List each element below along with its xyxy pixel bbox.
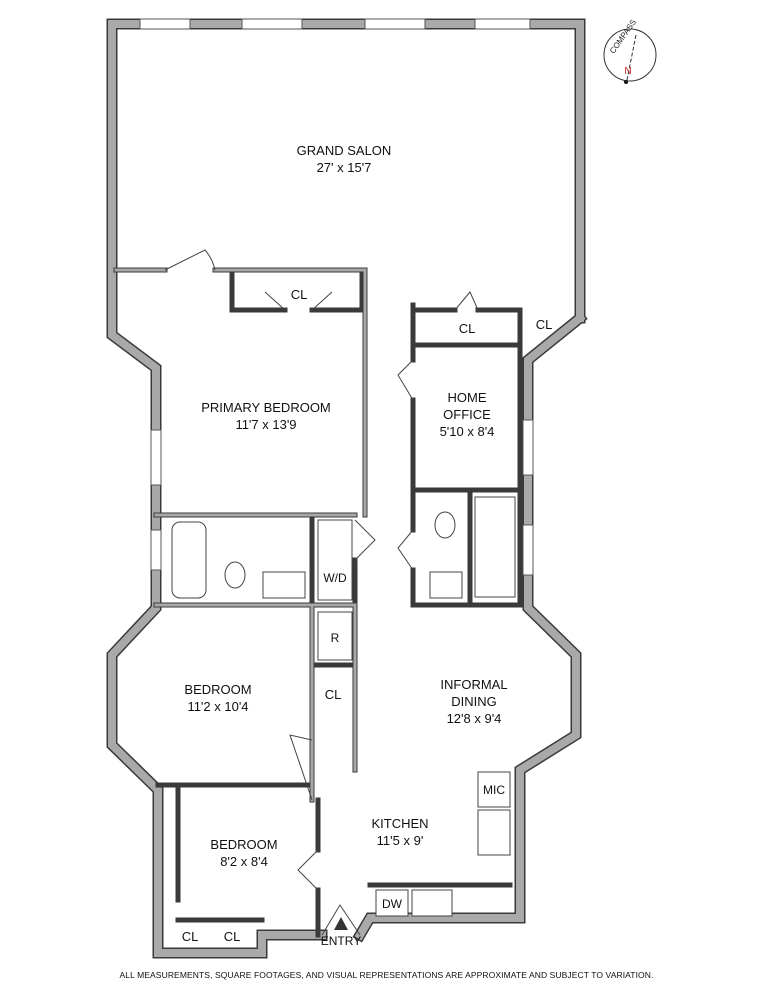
bedroom-2-size: 8'2 x 8'4 [220, 854, 268, 869]
closet-label: CL [536, 317, 553, 332]
bedroom-2-name: BEDROOM [210, 837, 277, 852]
entry-label: ENTRY [321, 934, 361, 948]
kitchen-size: 11'5 x 9' [377, 833, 424, 848]
closet-label: CL [291, 287, 308, 302]
home-office-name-2: OFFICE [443, 407, 491, 422]
entry-arrow-icon [334, 917, 348, 930]
closet-label: CL [182, 929, 199, 944]
bedroom-1-size: 11'2 x 10'4 [187, 699, 248, 714]
closet-label: CL [459, 321, 476, 336]
microwave-label: MIC [483, 783, 505, 797]
closet-label: CL [224, 929, 241, 944]
refrigerator [317, 611, 353, 661]
shower [474, 496, 516, 598]
toilet [224, 561, 246, 589]
sink [429, 571, 463, 599]
stove [477, 809, 511, 856]
windows [139, 18, 534, 576]
kitchen-sink [411, 889, 453, 917]
toilet [434, 511, 456, 539]
primary-bedroom-size: 11'7 x 13'9 [235, 417, 296, 432]
disclaimer: ALL MEASUREMENTS, SQUARE FOOTAGES, AND V… [119, 970, 654, 980]
door-swings [164, 249, 479, 936]
interior-walls [113, 267, 523, 938]
dishwasher [375, 889, 409, 917]
primary-bedroom-name: PRIMARY BEDROOM [201, 400, 331, 415]
fixtures [171, 496, 516, 917]
compass-icon: COMPASS N [603, 18, 657, 84]
room-labels: GRAND SALON 27' x 15'7 PRIMARY BEDROOM 1… [182, 143, 553, 948]
closet-label: CL [325, 687, 342, 702]
grand-salon-size: 27' x 15'7 [317, 160, 372, 175]
refrigerator-label: R [331, 631, 340, 645]
home-office-name-1: HOME [448, 390, 487, 405]
home-office-size: 5'10 x 8'4 [440, 424, 495, 439]
informal-dining-size: 12'8 x 9'4 [447, 711, 502, 726]
bedroom-1-name: BEDROOM [184, 682, 251, 697]
microwave [477, 771, 511, 808]
informal-dining-name-1: INFORMAL [440, 677, 507, 692]
bathtub [171, 521, 207, 599]
kitchen-name: KITCHEN [371, 816, 428, 831]
dishwasher-label: DW [382, 897, 403, 911]
washer-dryer-label: W/D [323, 571, 347, 585]
grand-salon-name: GRAND SALON [297, 143, 392, 158]
sink [262, 571, 306, 599]
informal-dining-name-2: DINING [451, 694, 497, 709]
washer-dryer [317, 519, 353, 601]
compass-north: N [624, 66, 631, 77]
